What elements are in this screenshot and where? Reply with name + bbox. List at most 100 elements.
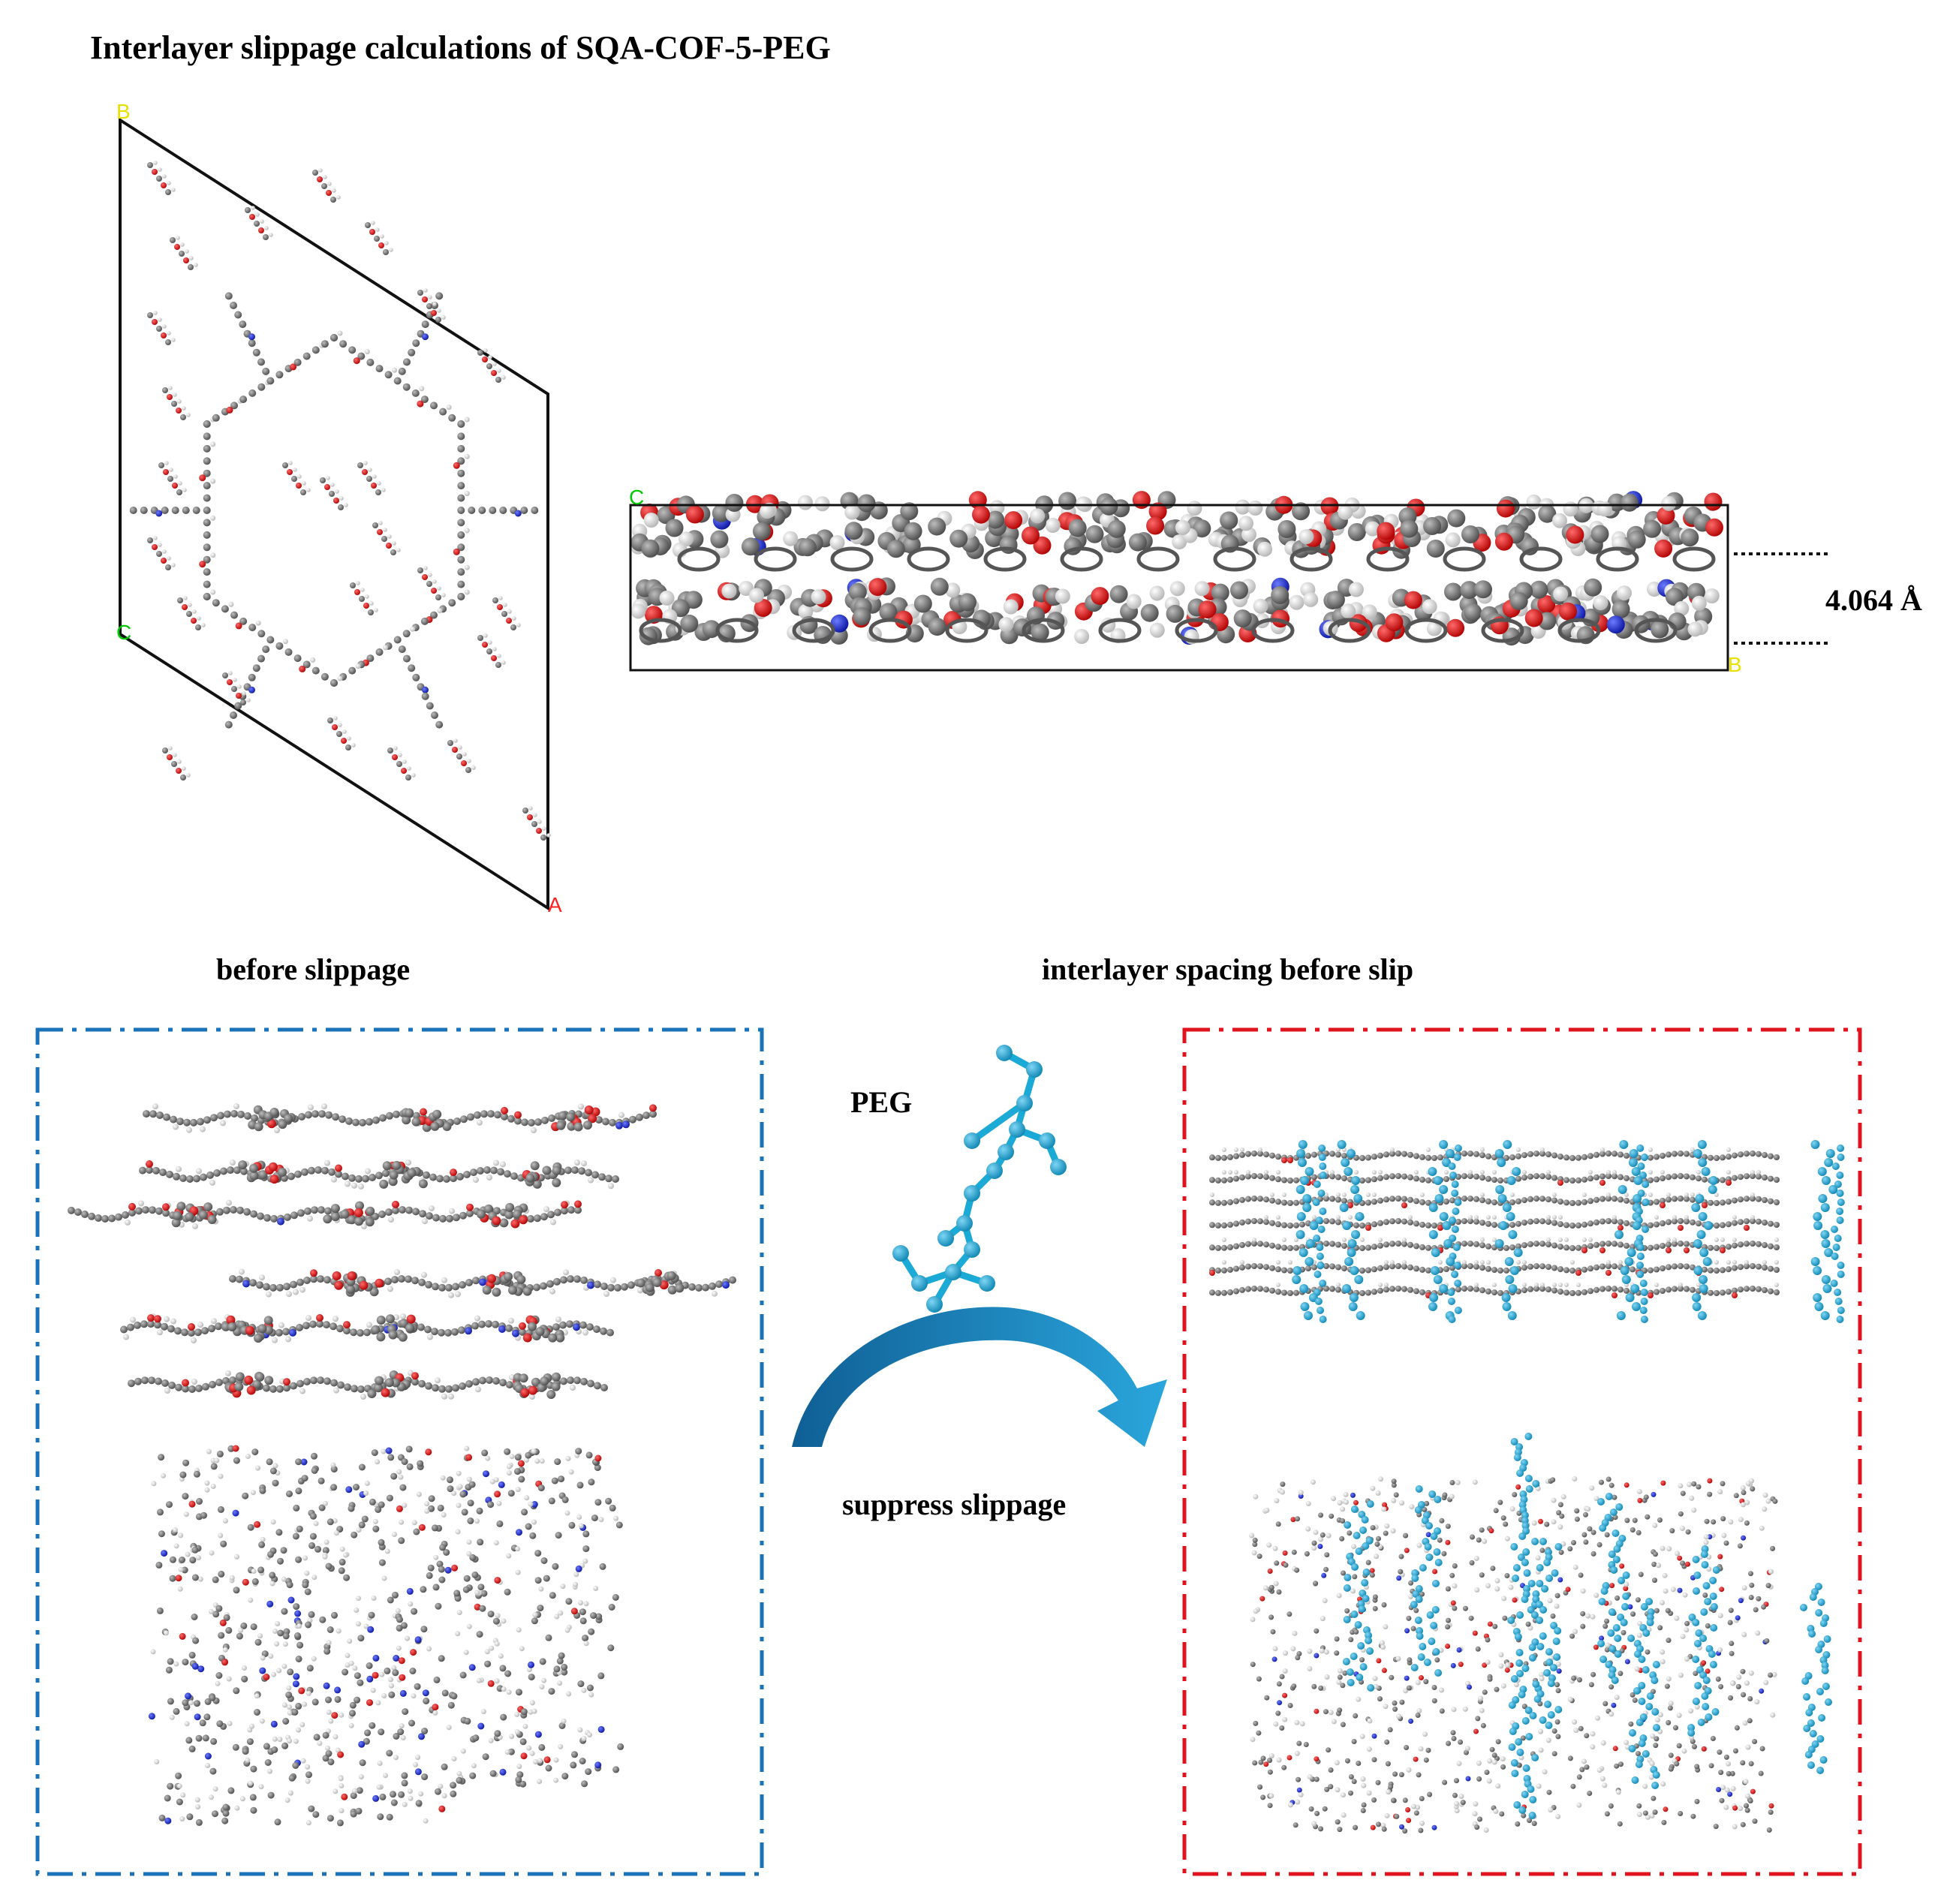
carbon-atom <box>480 1590 488 1597</box>
carbon-atom <box>417 1460 424 1467</box>
hydrogen-atom <box>1169 581 1185 597</box>
carbon-atom <box>1744 1286 1750 1292</box>
peg-atom <box>1298 1248 1308 1257</box>
carbon-atom <box>1660 1265 1666 1271</box>
carbon-atom <box>248 389 257 397</box>
carbon-atom <box>263 234 269 240</box>
carbon-atom <box>357 1329 364 1337</box>
hydrogen-atom <box>1492 1170 1497 1175</box>
carbon-atom <box>516 1689 522 1696</box>
hydrogen-atom <box>286 1291 292 1298</box>
carbon-atom <box>1740 1760 1746 1766</box>
hydrogen-atom <box>364 349 370 355</box>
hydrogen-atom <box>1732 1824 1738 1830</box>
carbon-atom <box>88 1212 95 1220</box>
peg-atom <box>1539 1716 1547 1724</box>
carbon-atom <box>1720 1199 1726 1206</box>
peg-atom <box>1627 1635 1636 1642</box>
hydrogen-atom <box>171 563 176 567</box>
carbon-atom <box>1221 1289 1227 1296</box>
oxygen-atom <box>326 190 332 196</box>
carbon-atom <box>129 507 137 514</box>
carbon-atom <box>1209 1177 1215 1184</box>
carbon-atom <box>1473 1263 1479 1270</box>
hydrogen-atom <box>164 1388 170 1394</box>
peg-atom <box>1454 1307 1462 1314</box>
peg-atom <box>1541 1585 1549 1593</box>
hydrogen-atom <box>392 541 396 546</box>
peg-atom <box>1353 1194 1363 1203</box>
carbon-atom <box>540 1282 547 1290</box>
carbon-atom <box>1599 1263 1605 1270</box>
hydrogen-atom <box>1684 1215 1689 1220</box>
carbon-atom <box>1741 1490 1747 1496</box>
carbon-atom <box>244 1375 254 1385</box>
hydrogen-atom <box>391 1665 397 1671</box>
oxygen-atom <box>366 1699 373 1707</box>
carbon-atom <box>1750 1218 1756 1224</box>
hydrogen-atom <box>1251 1550 1257 1556</box>
carbon-atom <box>317 1376 324 1385</box>
nitrogen-atom <box>1371 1733 1377 1739</box>
carbon-atom <box>474 1111 481 1119</box>
hydrogen-atom <box>1552 1193 1557 1197</box>
hydrogen-atom <box>1299 1721 1305 1727</box>
oxygen-atom <box>298 1687 305 1695</box>
carbon-atom <box>548 1688 555 1695</box>
hydrogen-atom <box>1668 1701 1674 1707</box>
carbon-atom <box>555 1333 565 1343</box>
carbon-atom <box>1461 1286 1467 1292</box>
carbon-atom <box>293 1603 300 1611</box>
carbon-atom <box>1636 1530 1642 1536</box>
carbon-atom <box>481 1449 489 1457</box>
hydrogen-atom <box>1680 1526 1685 1531</box>
hydrogen-atom <box>351 1182 357 1189</box>
carbon-atom <box>457 457 465 465</box>
hydrogen-atom <box>509 1734 515 1740</box>
oxygen-atom <box>425 1448 432 1456</box>
oxygen-atom <box>1148 502 1167 521</box>
carbon-atom <box>1533 1241 1539 1247</box>
carbon-atom <box>494 1111 501 1119</box>
carbon-atom <box>294 1632 301 1639</box>
carbon-atom <box>1311 1174 1317 1181</box>
carbon-atom <box>537 1484 545 1492</box>
carbon-atom <box>173 1707 180 1715</box>
hydrogen-atom <box>333 1734 339 1740</box>
oxygen-atom <box>527 814 533 820</box>
hydrogen-atom <box>537 1779 543 1785</box>
carbon-atom <box>1720 1177 1726 1184</box>
nitrogen-atom <box>204 1752 212 1760</box>
hydrogen-atom <box>352 1788 358 1794</box>
carbon-atom <box>1587 1153 1593 1160</box>
carbon-atom <box>1329 1151 1335 1157</box>
carbon-atom <box>203 494 211 502</box>
carbon-atom <box>495 662 501 668</box>
hydrogen-atom <box>1378 1238 1383 1242</box>
carbon-atom <box>311 1466 318 1474</box>
carbon-atom <box>459 1211 467 1220</box>
peg-atom <box>1638 1656 1646 1663</box>
hydrogen-atom <box>237 684 242 689</box>
carbon-atom <box>1479 1175 1485 1181</box>
carbon-atom <box>1447 509 1466 528</box>
hydrogen-atom <box>446 405 452 411</box>
hydrogen-atom <box>169 468 173 472</box>
hydrogen-atom <box>323 1500 328 1506</box>
hydrogen-atom <box>1534 1283 1539 1287</box>
carbon-atom <box>1215 1177 1221 1184</box>
carbon-atom <box>1485 1175 1491 1182</box>
peg-atom <box>1453 1154 1461 1161</box>
hydrogen-atom <box>568 1469 574 1475</box>
hydrogen-atom <box>1595 1715 1600 1721</box>
carbon-atom <box>402 1115 411 1125</box>
carbon-atom <box>1587 1526 1593 1532</box>
oxygen-atom <box>1022 526 1040 545</box>
carbon-atom <box>1359 1268 1365 1274</box>
carbon-atom <box>399 1206 406 1214</box>
carbon-atom <box>1527 1218 1533 1225</box>
carbon-atom <box>1720 1222 1726 1229</box>
carbon-atom <box>609 1118 616 1126</box>
peg-atom <box>1347 1679 1355 1686</box>
hydrogen-atom <box>1378 1170 1383 1175</box>
